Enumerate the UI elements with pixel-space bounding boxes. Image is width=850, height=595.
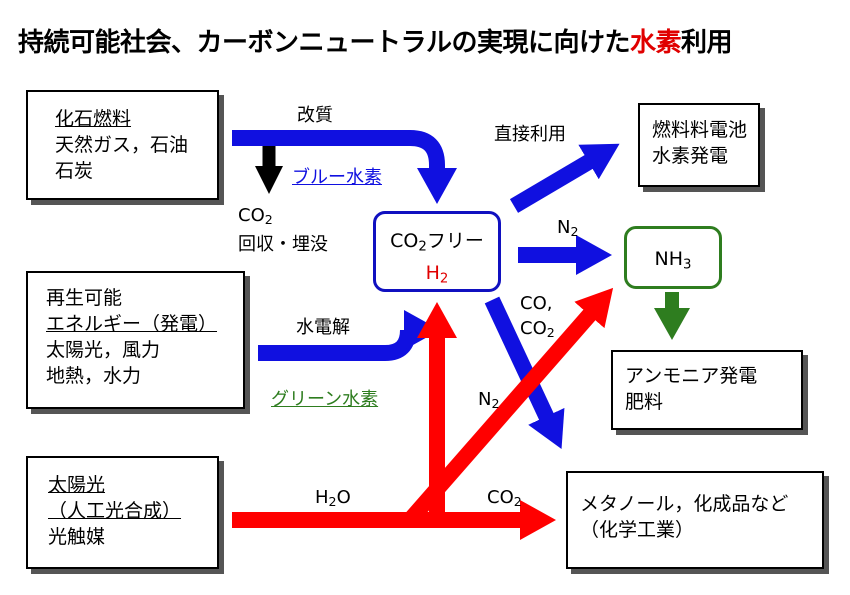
box-fuel-cell: 燃料料電池 水素発電 bbox=[638, 103, 760, 187]
nh3-label: NH3 bbox=[654, 248, 692, 273]
arrow-h2-to-chemicals bbox=[484, 296, 565, 449]
solar-heading-2: （人工光合成） bbox=[48, 500, 182, 522]
title-main: 持続可能社会、カーボンニュートラルの実現に向けた bbox=[18, 28, 631, 58]
label-h2o: H2O bbox=[315, 487, 351, 510]
box-ammonia-use: アンモニア発電 肥料 bbox=[611, 350, 803, 430]
arrow-green-hydrogen bbox=[258, 298, 428, 361]
renewable-line-2: 地熱，水力 bbox=[46, 365, 142, 387]
arrow-direct-use bbox=[509, 143, 620, 213]
box-solar: 太陽光 （人工光合成） 光触媒 bbox=[26, 456, 219, 569]
label-green-hydrogen: グリーン水素 bbox=[271, 389, 379, 410]
ammonia-line-1: アンモニア発電 bbox=[625, 365, 758, 387]
arrow-blue-hydrogen bbox=[232, 130, 457, 204]
solar-heading-1: 太陽光 bbox=[48, 474, 106, 496]
label-co-co2: CO, CO2 bbox=[520, 293, 555, 341]
title-highlight: 水素 bbox=[630, 28, 682, 58]
box-nh3: NH3 bbox=[624, 226, 722, 289]
ammonia-line-2: 肥料 bbox=[625, 391, 664, 413]
renewable-heading-1: 再生可能 bbox=[46, 287, 123, 309]
box-renewable: 再生可能 エネルギー（発電） 太陽光，風力 地熱，水力 bbox=[26, 271, 245, 409]
renewable-heading-2: エネルギー（発電） bbox=[46, 313, 218, 335]
label-electrolysis: 水電解 bbox=[296, 317, 350, 338]
fossil-line-1: 天然ガス，石油 bbox=[55, 134, 189, 156]
box-fossil-fuel: 化石燃料 天然ガス，石油 石炭 bbox=[26, 90, 219, 200]
label-co2-capture: CO2 回収・埋没 bbox=[238, 205, 328, 256]
label-direct-use: 直接利用 bbox=[494, 124, 566, 145]
fossil-heading: 化石燃料 bbox=[55, 108, 132, 130]
label-n2-top: N2 bbox=[557, 217, 579, 240]
label-reforming: 改質 bbox=[297, 105, 333, 126]
renewable-line-1: 太陽光，風力 bbox=[46, 339, 161, 361]
arrow-red-to-nh3 bbox=[403, 287, 614, 526]
chemicals-line-1: メタノール，化成品など bbox=[580, 493, 789, 515]
title-tail: 利用 bbox=[681, 28, 733, 58]
fuel-cell-line-2: 水素発電 bbox=[652, 145, 729, 167]
box-chemicals: メタノール，化成品など （化学工業） bbox=[566, 471, 824, 569]
chemicals-line-2: （化学工業） bbox=[580, 519, 695, 541]
box-co2-free-h2: CO2フリー H2 bbox=[373, 211, 501, 292]
page-title: 持続可能社会、カーボンニュートラルの実現に向けた水素利用 bbox=[18, 22, 733, 59]
label-blue-hydrogen: ブルー水素 bbox=[292, 167, 382, 188]
solar-line-1: 光触媒 bbox=[48, 526, 106, 548]
center-line-2: H2 bbox=[425, 262, 449, 287]
label-co2-bottom: CO2 bbox=[487, 487, 522, 510]
label-n2-bottom: N2 bbox=[478, 389, 500, 412]
fossil-line-2: 石炭 bbox=[55, 160, 94, 182]
center-line-1: CO2フリー bbox=[390, 230, 484, 255]
fuel-cell-line-1: 燃料料電池 bbox=[652, 119, 748, 141]
